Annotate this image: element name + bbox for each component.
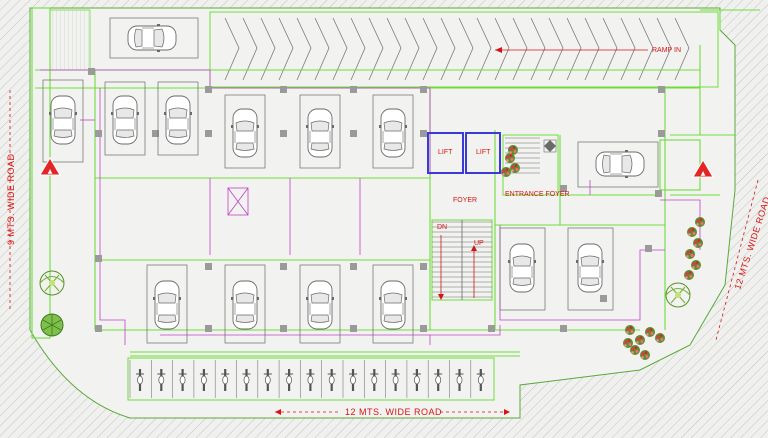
stair-up-label: UP	[474, 240, 484, 247]
parking-bay	[104, 81, 146, 156]
tree-icon	[40, 313, 64, 337]
two-wheeler-parking	[127, 357, 495, 401]
car-icon	[378, 108, 408, 158]
car-icon	[305, 280, 335, 330]
column	[658, 86, 665, 93]
column	[488, 325, 495, 332]
parking-bay	[42, 79, 84, 163]
column	[95, 325, 102, 332]
column	[420, 130, 427, 137]
parking-bay	[577, 141, 659, 188]
foyer-label: FOYER	[453, 197, 477, 204]
stair-down-label: DN	[437, 224, 447, 231]
structural-columns	[88, 68, 665, 332]
car-icon	[575, 243, 605, 293]
column	[560, 325, 567, 332]
car-icon	[230, 108, 260, 158]
column	[645, 245, 652, 252]
column	[600, 295, 607, 302]
column	[420, 325, 427, 332]
parking-bay	[224, 94, 266, 169]
parking-bay	[499, 227, 546, 311]
car-icon	[305, 108, 335, 158]
column	[420, 263, 427, 270]
core-block: LIFT LIFT FOYER ENTRANCE FOYER DN UP	[427, 132, 570, 301]
column	[655, 190, 662, 197]
parking-bay	[157, 81, 199, 156]
parking-bay	[299, 94, 341, 169]
parking-bay	[146, 264, 188, 344]
car-icon	[152, 280, 182, 330]
lift-1-label: LIFT	[438, 149, 453, 156]
svg-text:▲: ▲	[48, 168, 53, 175]
svg-text:▲: ▲	[701, 170, 706, 177]
column	[280, 86, 287, 93]
car-icon	[110, 95, 140, 145]
car-icon	[595, 149, 645, 179]
column	[152, 130, 159, 137]
lift-2	[465, 132, 501, 174]
building-plot	[29, 7, 736, 419]
column	[88, 68, 95, 75]
car-icon	[48, 95, 78, 145]
ramp-in-label: RAMP IN	[652, 47, 681, 54]
column	[350, 325, 357, 332]
parking-bay	[372, 264, 414, 344]
column	[205, 130, 212, 137]
warning-triangle-icon: ▲	[39, 157, 61, 176]
road-left: 9 MTS. WIDE ROAD	[6, 90, 16, 310]
column	[205, 86, 212, 93]
left-hatched-strip	[49, 9, 91, 71]
column	[560, 185, 567, 192]
parking-bay	[224, 264, 266, 344]
column	[280, 325, 287, 332]
entrance-foyer-label: ENTRANCE FOYER	[505, 191, 570, 198]
warning-triangle-icon: ▲	[692, 159, 714, 178]
parking-bay	[567, 227, 614, 311]
column	[350, 263, 357, 270]
tree-icon	[665, 282, 691, 308]
column	[280, 263, 287, 270]
parking-bays	[42, 17, 659, 344]
road-left-label: 9 MTS. WIDE ROAD	[6, 153, 16, 245]
column	[350, 86, 357, 93]
column	[205, 263, 212, 270]
column	[420, 86, 427, 93]
road-bottom: 12 MTS. WIDE ROAD	[275, 407, 510, 417]
column	[658, 130, 665, 137]
parking-bay	[109, 17, 199, 59]
column	[205, 325, 212, 332]
road-bottom-label: 12 MTS. WIDE ROAD	[345, 407, 442, 417]
column	[280, 130, 287, 137]
car-icon	[127, 23, 177, 53]
column	[95, 130, 102, 137]
lift-2-label: LIFT	[476, 149, 491, 156]
car-icon	[230, 280, 260, 330]
lift-1	[427, 132, 464, 174]
car-icon	[163, 95, 193, 145]
parking-bay	[299, 264, 341, 344]
car-icon	[378, 280, 408, 330]
column	[350, 130, 357, 137]
car-icon	[507, 243, 537, 293]
parking-bay	[372, 94, 414, 169]
ramp-in: RAMP IN	[209, 11, 719, 88]
tree-icon	[39, 270, 65, 296]
column	[95, 255, 102, 262]
shaft-box	[227, 187, 249, 216]
